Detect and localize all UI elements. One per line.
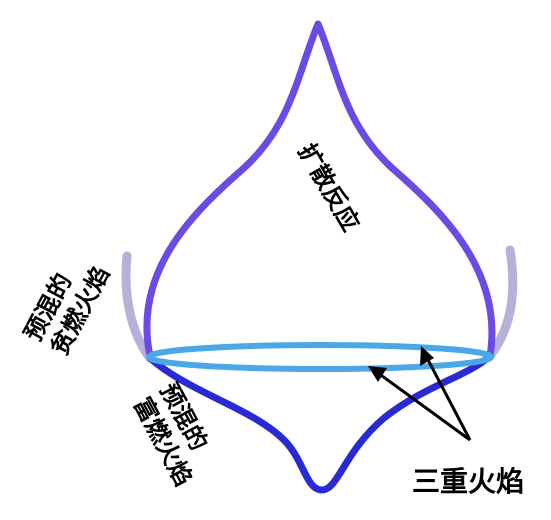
label-triple-flame: 三重火焰 — [412, 465, 525, 498]
triple-flame-ring — [146, 342, 494, 372]
arrow-line-2 — [377, 371, 471, 442]
rich-flame — [146, 352, 494, 494]
lean-flame-left — [121, 251, 155, 363]
arrow-head-2 — [368, 366, 387, 382]
arrow-line-1 — [424, 355, 472, 441]
arrow-head-1 — [420, 346, 434, 366]
diffusion-flame — [143, 20, 496, 360]
lean-flame-right — [485, 245, 518, 361]
